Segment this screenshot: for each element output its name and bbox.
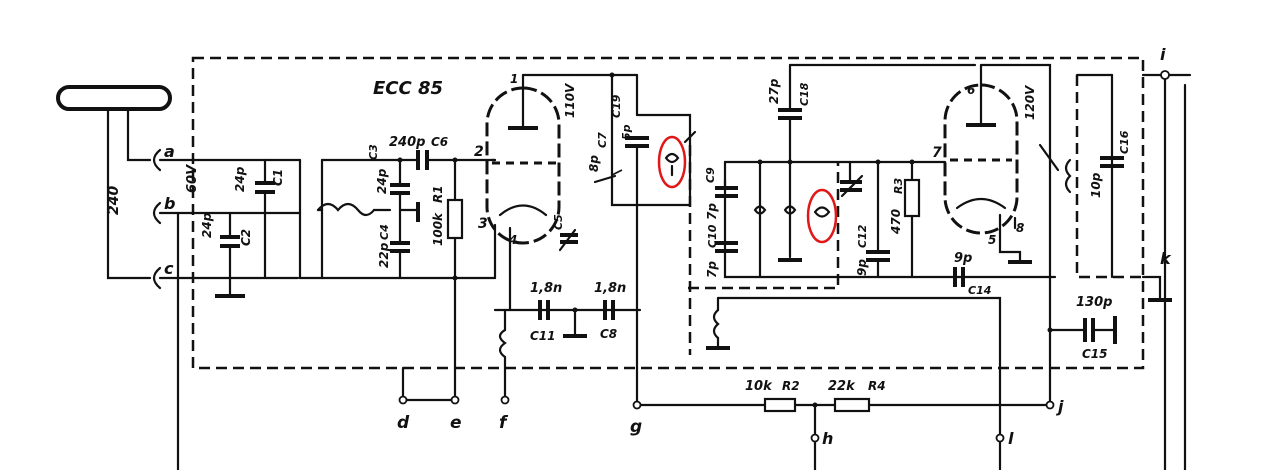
c15-name: C15 — [1082, 347, 1108, 361]
terminal-a: a — [164, 142, 175, 161]
c4-name: C4 — [378, 224, 391, 240]
r1-value: 100k — [431, 212, 445, 246]
r3-value: 470 — [889, 209, 903, 235]
pin-7: 7 — [932, 145, 942, 161]
c7-name: C7 — [596, 132, 609, 148]
c3-name: C3 — [367, 144, 380, 160]
pin-1: 1 — [510, 72, 518, 86]
highlight-coil-1 — [657, 135, 687, 189]
r4-name: R4 — [868, 379, 886, 393]
r2-name: R2 — [782, 379, 800, 393]
plate-circuit-1 — [558, 72, 692, 407]
tank-circuit — [683, 118, 872, 355]
antenna-voltage: 60V — [185, 164, 200, 193]
c14-value: 9p — [954, 251, 972, 266]
terminal-d: d — [397, 413, 410, 433]
c11-value: 1,8n — [530, 281, 562, 296]
terminal-h: h — [822, 429, 833, 448]
grid-network-right — [836, 159, 1057, 287]
c4-value: 22p — [377, 242, 391, 268]
c9-value: 7p — [705, 203, 719, 220]
r4-value: 22k — [828, 379, 856, 394]
terminal-k-wiring — [1141, 275, 1172, 302]
c10-value: 7p — [705, 261, 719, 278]
feedback-capacitor — [778, 63, 977, 120]
r1-name: R1 — [431, 185, 445, 203]
tube-type: ECC 85 — [373, 78, 443, 99]
terminal-b: b — [164, 194, 175, 213]
terminal-i-wiring — [1141, 70, 1192, 470]
pin-3: 3 — [478, 216, 488, 232]
c14-name: C14 — [968, 284, 991, 297]
grid-network-left — [320, 150, 497, 402]
c16-value: 10p — [1089, 172, 1103, 198]
bottom-wiring — [398, 296, 1055, 470]
tube-triode-2 — [943, 63, 1032, 264]
pin-5: 5 — [988, 233, 996, 247]
terminal-g: g — [630, 417, 642, 437]
c18-value: 27p — [767, 78, 781, 104]
terminal-e: e — [450, 413, 462, 433]
c6-name: C6 — [431, 135, 448, 149]
c18-name: C18 — [798, 82, 811, 106]
c12-value: 9p — [855, 259, 869, 276]
tube-triode-1 — [485, 73, 572, 312]
c15-value: 130p — [1076, 295, 1112, 310]
pin-6: 6 — [967, 83, 975, 97]
shield-enclosure — [191, 56, 1145, 370]
c2-name: C2 — [239, 229, 253, 246]
c13-value: 5p — [620, 124, 633, 140]
pin-2: 2 — [474, 144, 484, 160]
terminal-l: l — [1008, 429, 1014, 448]
terminal-j: j — [1055, 397, 1064, 416]
r2-value: 10k — [745, 379, 773, 394]
terminal-c: c — [164, 259, 174, 278]
pin-4: 4 — [508, 233, 517, 247]
terminal-i: i — [1160, 45, 1166, 64]
c1-name: C1 — [271, 169, 285, 186]
c7-value: 8p — [587, 155, 601, 172]
c8-value: 1,8n — [594, 281, 626, 296]
c16-name: C16 — [1118, 130, 1131, 154]
c8-name: C8 — [600, 327, 617, 341]
c6-value: 240p — [389, 135, 425, 150]
c9-name: C9 — [704, 167, 717, 183]
input-capacitors — [215, 158, 275, 298]
c12-name: C12 — [856, 224, 869, 248]
c1-value: 24p — [233, 166, 247, 192]
ctrim-name: C5 — [552, 214, 565, 230]
c3-value: 24p — [375, 168, 389, 194]
c19-name: C19 — [610, 94, 623, 118]
voltage-2: 120V — [1023, 84, 1037, 120]
cathode-network — [493, 300, 642, 402]
antenna-icon — [56, 85, 172, 280]
c2-value: 24p — [200, 212, 214, 238]
r3-name: R3 — [892, 178, 905, 194]
c10-name: C10 — [706, 224, 719, 248]
input-sockets — [152, 148, 302, 470]
highlight-coil-2 — [806, 188, 838, 244]
output-circuit — [979, 63, 1143, 407]
voltage-1: 110V — [563, 82, 577, 118]
c11-name: C11 — [530, 329, 556, 343]
pin-8: 8 — [1016, 221, 1024, 235]
antenna-impedance: 240 — [106, 186, 122, 215]
terminal-k: k — [1160, 249, 1172, 268]
terminal-f: f — [499, 413, 509, 433]
